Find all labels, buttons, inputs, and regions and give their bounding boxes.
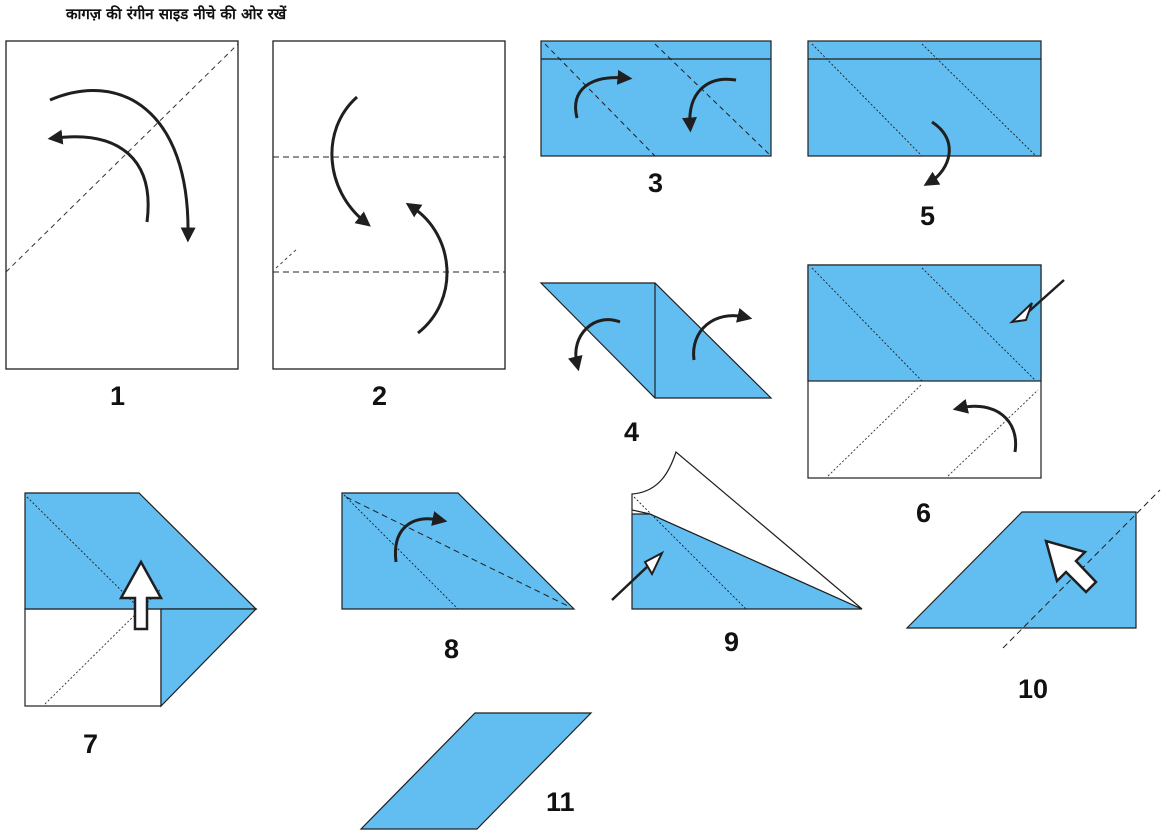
fold-arrow-icon: [682, 77, 737, 133]
step-8: 8: [341, 492, 576, 664]
step-6: 6: [807, 264, 1065, 528]
step-number-10: 10: [1018, 674, 1048, 704]
step-number-3: 3: [648, 168, 663, 198]
step-number-4: 4: [624, 417, 639, 447]
step-2: 2: [272, 40, 506, 411]
step-11: 11: [359, 712, 593, 830]
fold-arrow-icon: [952, 399, 1018, 453]
step-1: 1: [5, 40, 239, 411]
fold-arrow-icon: [330, 95, 371, 227]
fold-arrow-icon: [405, 202, 449, 335]
step-7: 7: [24, 492, 258, 759]
fold-arrow-icon: [574, 69, 633, 119]
step-9: 9: [611, 450, 863, 657]
step-number-7: 7: [83, 729, 98, 759]
push-up-arrow-icon: [118, 559, 164, 631]
step-4: 4: [539, 282, 773, 447]
step-10: 10: [905, 489, 1161, 704]
fold-arrow-icon: [49, 89, 196, 243]
step-number-1: 1: [110, 381, 125, 411]
step-number-5: 5: [920, 201, 935, 231]
fold-arrow-icon: [393, 511, 448, 563]
fold-arrow-icon: [692, 307, 753, 361]
step-number-8: 8: [444, 634, 459, 664]
push-arrow-icon: [1044, 539, 1098, 594]
fold-arrow-icon: [567, 318, 621, 372]
step-5: 5: [807, 40, 1042, 231]
push-arrow-icon: [643, 550, 665, 577]
fold-arrow-icon: [923, 120, 951, 186]
step-number-11: 11: [546, 787, 575, 817]
step-number-9: 9: [724, 627, 739, 657]
push-arrow-icon: [1009, 302, 1033, 324]
fold-arrow-icon: [47, 129, 150, 223]
step-number-6: 6: [916, 498, 931, 528]
instruction-title: कागज़ की रंगीन साइड नीचे की ओर रखें: [66, 5, 287, 23]
step-number-2: 2: [372, 381, 387, 411]
step-3: 3: [540, 40, 772, 198]
